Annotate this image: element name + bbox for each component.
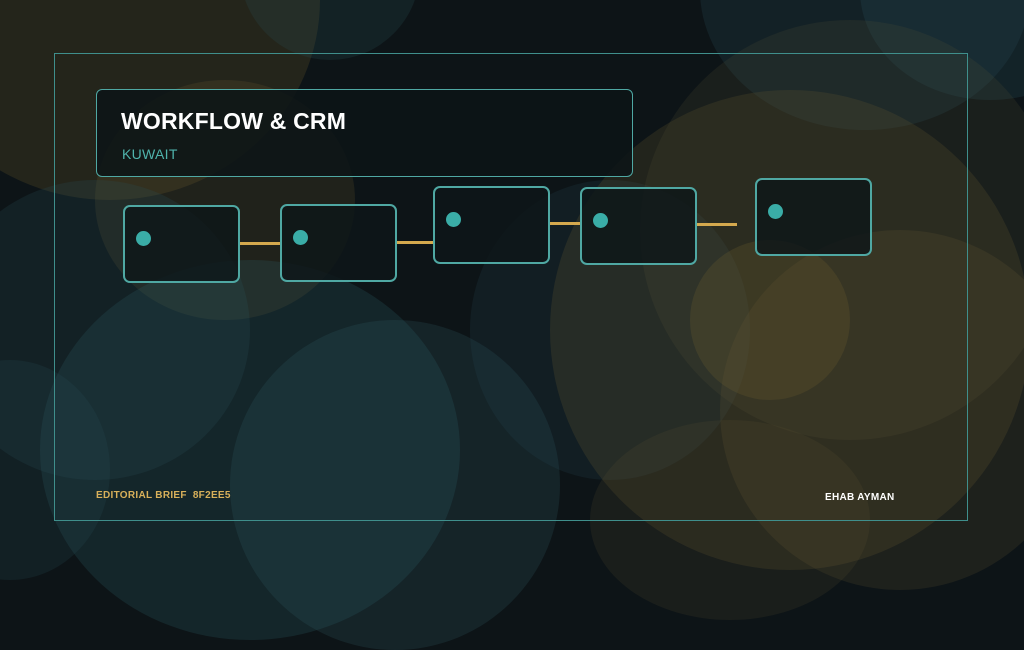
page-title: WORKFLOW & CRM [121, 108, 347, 134]
workflow-node [755, 178, 872, 256]
workflow-connector [240, 242, 281, 245]
workflow-node [580, 187, 697, 265]
workflow-connector [697, 223, 737, 226]
page-subtitle: KUWAIT [122, 146, 178, 162]
slide-frame [54, 53, 968, 521]
footer-label: EDITORIAL BRIEF [96, 490, 187, 501]
footer-code: 8F2EE5 [192, 490, 231, 501]
node-dot-icon [768, 204, 783, 219]
footer-author: EHAB AYMAN [825, 492, 895, 503]
workflow-node [280, 204, 397, 282]
workflow-connector [550, 222, 581, 225]
workflow-node [433, 186, 550, 264]
node-dot-icon [446, 212, 461, 227]
node-dot-icon [293, 230, 308, 245]
workflow-connector [397, 241, 434, 244]
node-dot-icon [593, 213, 608, 228]
footer-brief: EDITORIAL BRIEF 8F2EE5 [96, 490, 237, 501]
title-card: WORKFLOW & CRM KUWAIT [96, 89, 633, 177]
node-dot-icon [136, 231, 151, 246]
workflow-node [123, 205, 240, 283]
